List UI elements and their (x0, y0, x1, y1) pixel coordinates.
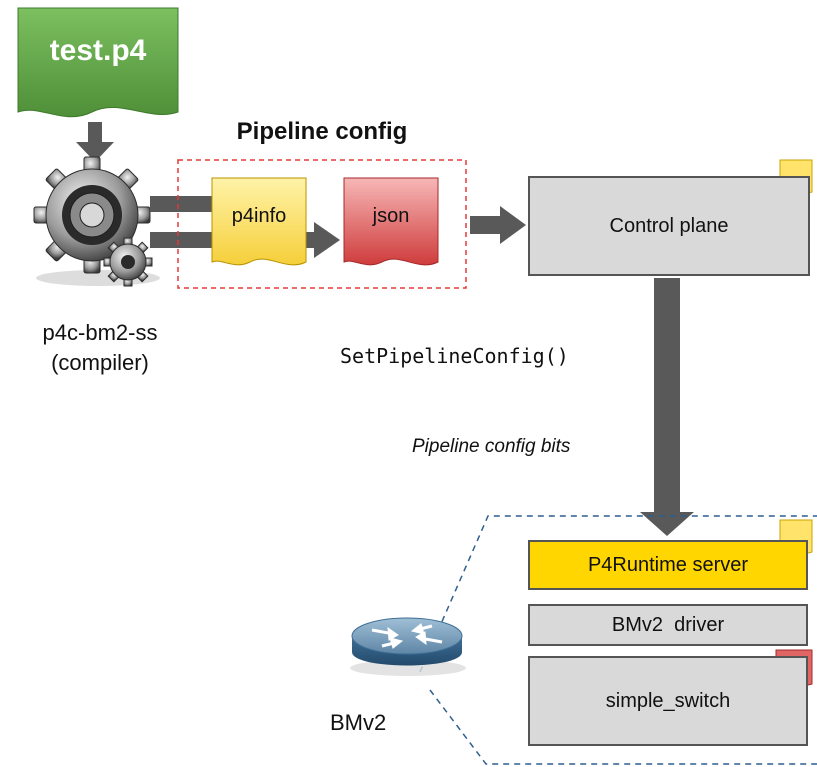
json-document (343, 177, 439, 266)
arrow-compiler-to-p4info (150, 196, 220, 212)
compiler-caption: p4c-bm2-ss (compiler) (30, 318, 170, 378)
arrow-pipeline-to-control-plane (470, 206, 526, 244)
bmv2-driver-label: BMv2 driver (611, 613, 725, 636)
source-file-document (17, 7, 179, 118)
pipeline-config-frame (177, 159, 467, 289)
p4info-label: p4info (231, 204, 287, 227)
p4runtime-server-box: P4Runtime server (528, 540, 808, 590)
compiler-name: p4c-bm2-ss (42, 320, 158, 345)
bmv2-driver-box: BMv2 driver (528, 604, 808, 646)
p4runtime-server-label: P4Runtime server (587, 553, 749, 576)
arrow-source-to-compiler (76, 122, 114, 162)
pipeline-config-bits-label: Pipeline config bits (412, 436, 571, 457)
compiler-role: (compiler) (51, 350, 149, 375)
set-pipeline-config-call: SetPipelineConfig() (340, 344, 569, 368)
arrow-control-plane-to-server (640, 278, 694, 536)
simple-switch-box: simple_switch (528, 656, 808, 746)
p4info-document (211, 177, 307, 266)
bmv2-frame-top (419, 515, 817, 673)
pipeline-config-title: Pipeline config (236, 118, 408, 145)
simple-switch-label: simple_switch (605, 689, 731, 712)
control-plane-label: Control plane (609, 214, 729, 237)
json-label: json (372, 204, 410, 227)
source-file-label: test.p4 (49, 34, 147, 67)
control-plane-box: Control plane (528, 176, 810, 276)
router-icon (350, 617, 466, 676)
bmv2-frame-bottom (429, 689, 817, 765)
bmv2-label: BMv2 (330, 710, 387, 735)
gear-icon (33, 156, 160, 287)
